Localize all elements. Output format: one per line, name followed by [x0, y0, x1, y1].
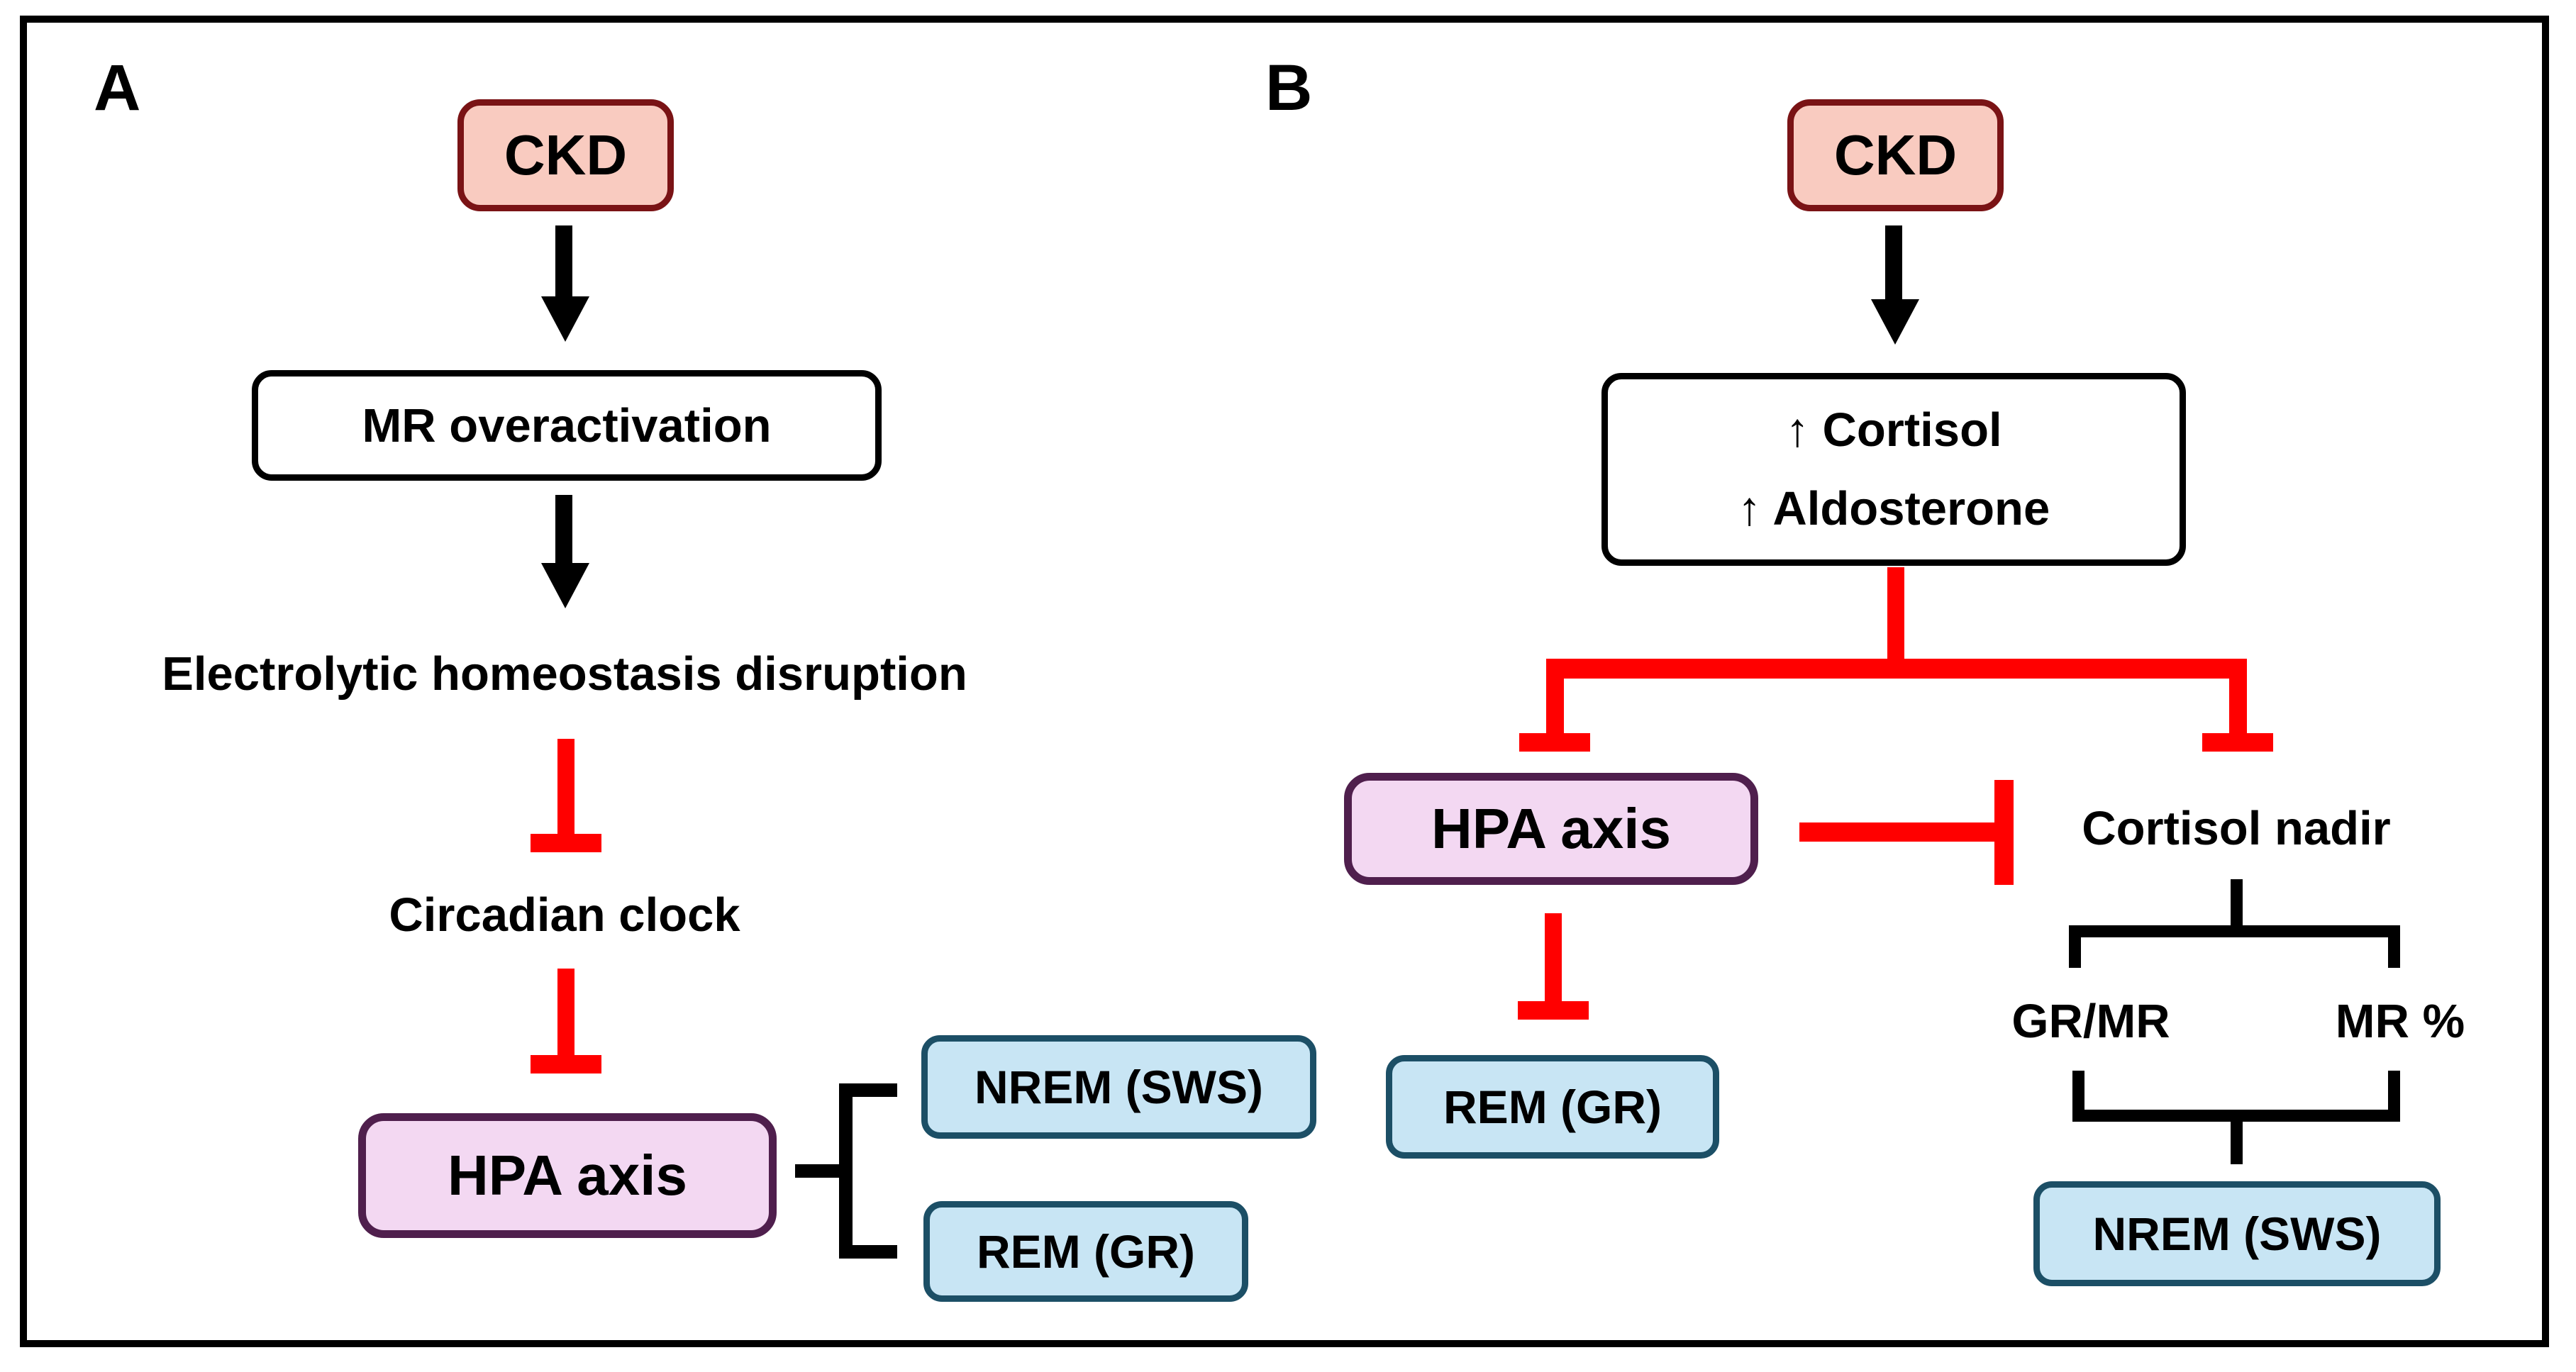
electrolytic-disruption-label: Electrolytic homeostasis disruption — [162, 647, 967, 701]
merge-stem — [2231, 1122, 2243, 1164]
aldosterone-up-label: ↑ Aldosterone — [1737, 482, 2050, 535]
activation-arrow-shaft — [555, 495, 572, 566]
bracket-vertical — [839, 1083, 853, 1259]
inhibition-stem — [1887, 567, 1904, 662]
inhibition-arrow-shaft — [1546, 659, 1564, 737]
cortisol-up-label: ↑ Cortisol — [1785, 403, 2002, 457]
merge-left-stub — [2072, 1071, 2084, 1122]
rem-b-text: REM (GR) — [1443, 1081, 1662, 1133]
rem-a-text: REM (GR) — [977, 1225, 1195, 1278]
activation-arrow-shaft — [555, 225, 572, 299]
merge-right-stub — [2388, 1071, 2400, 1122]
inhibition-arrow-shaft — [557, 739, 574, 838]
bracket-top-stub — [839, 1083, 897, 1097]
activation-arrow-icon — [1871, 299, 1919, 345]
bracket-mid-stub — [795, 1164, 842, 1178]
split-bar — [2069, 925, 2400, 937]
inhibition-branch-bar — [1546, 659, 2247, 679]
figure-frame — [20, 16, 2549, 1347]
merge-bar — [2072, 1110, 2400, 1122]
rem-node-a: REM (GR) — [923, 1201, 1248, 1302]
activation-arrow-shaft — [1885, 225, 1902, 302]
bracket-bottom-stub — [839, 1245, 897, 1259]
gr-mr-ratio-label: GR/MR — [2011, 995, 2170, 1048]
inhibition-tbar-icon — [531, 1055, 601, 1073]
hpa-axis-a-text: HPA axis — [448, 1144, 687, 1207]
split-stem — [2231, 879, 2243, 930]
hpa-axis-node-a: HPA axis — [358, 1113, 777, 1238]
panel-b-label: B — [1265, 52, 1313, 124]
mr-overactivation-text: MR overactivation — [362, 398, 772, 452]
circadian-clock-label: Circadian clock — [389, 888, 740, 942]
hpa-axis-node-b: HPA axis — [1344, 773, 1758, 885]
ckd-node-b-text: CKD — [1833, 123, 1958, 186]
inhibition-tbar-icon — [1518, 1001, 1589, 1020]
inhibition-tbar-icon — [1519, 733, 1590, 752]
inhibition-tbar-icon — [2202, 733, 2273, 752]
inhibition-arrow-shaft — [2229, 659, 2247, 737]
split-left-stub — [2069, 925, 2081, 968]
ckd-node-b: CKD — [1787, 99, 2004, 211]
nrem-a-text: NREM (SWS) — [975, 1061, 1263, 1113]
inhibition-tbar-icon — [1994, 780, 2014, 885]
nrem-node-a: NREM (SWS) — [921, 1035, 1316, 1139]
activation-arrow-icon — [541, 563, 589, 608]
cortisol-nadir-label: Cortisol nadir — [2082, 802, 2391, 855]
nrem-b-text: NREM (SWS) — [2092, 1208, 2382, 1260]
inhibition-arrow-shaft — [557, 969, 574, 1059]
mr-overactivation-node: MR overactivation — [252, 370, 882, 481]
hormones-node: ↑ Cortisol ↑ Aldosterone — [1601, 373, 2186, 566]
ckd-node-a: CKD — [457, 99, 674, 211]
inhibition-arrow-shaft — [1545, 913, 1562, 1004]
inhibition-arrow-shaft — [1799, 822, 1997, 842]
split-right-stub — [2388, 925, 2400, 968]
rem-node-b: REM (GR) — [1386, 1055, 1719, 1159]
activation-arrow-icon — [541, 296, 589, 342]
nrem-node-b: NREM (SWS) — [2033, 1181, 2441, 1286]
mr-percent-label: MR % — [2335, 995, 2465, 1048]
inhibition-tbar-icon — [531, 834, 601, 852]
ckd-node-a-text: CKD — [504, 123, 628, 186]
panel-a-label: A — [94, 52, 141, 124]
hpa-axis-b-text: HPA axis — [1431, 797, 1671, 860]
